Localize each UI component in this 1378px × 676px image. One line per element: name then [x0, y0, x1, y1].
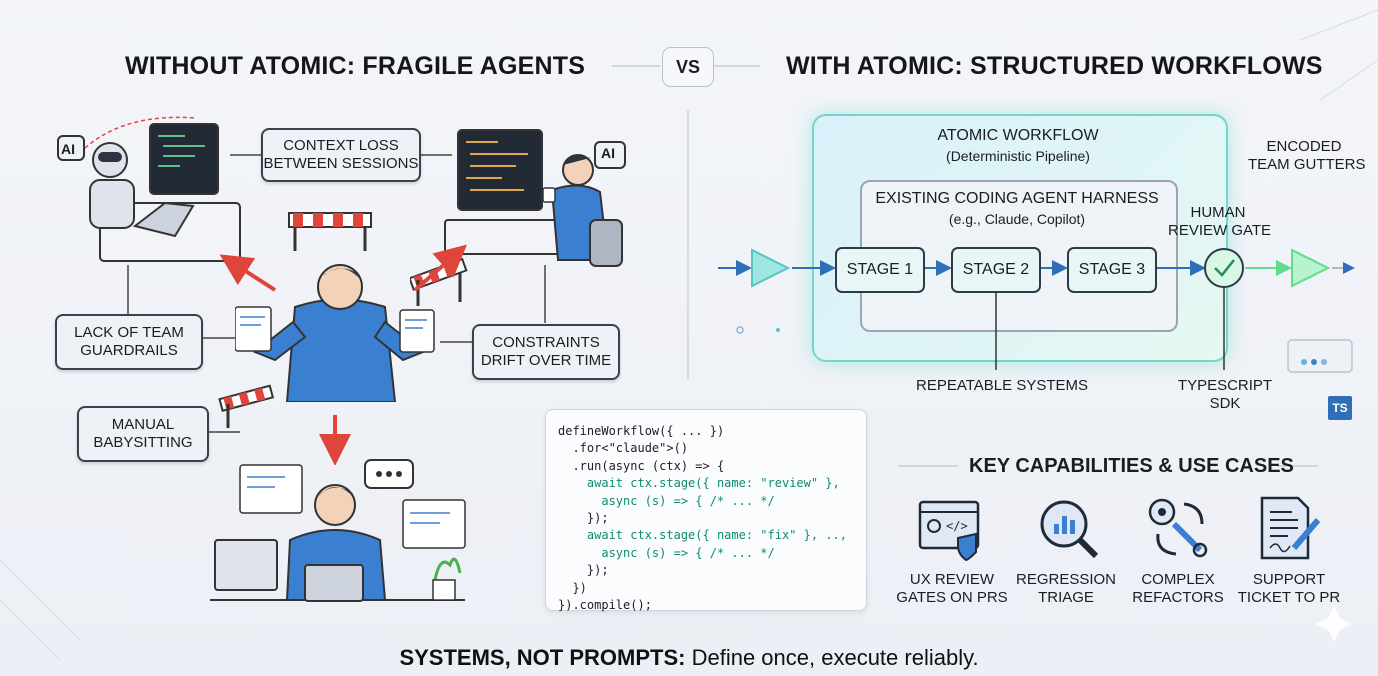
- code-review-icon: </>: [918, 500, 980, 562]
- gear-wrench-icon: [1148, 498, 1208, 558]
- code-line: }).compile();: [558, 598, 652, 613]
- typescript-logo-icon: TS: [1328, 396, 1352, 420]
- code-line: async (s) => { /* ... */: [558, 545, 775, 560]
- capabilities-divider: [898, 465, 1318, 467]
- code-line: await ctx.stage({ name: "review" },: [558, 476, 840, 491]
- code-line: .for<"claude">(): [558, 441, 689, 456]
- repeatable-systems-label: REPEATABLE SYSTEMS: [916, 377, 1088, 394]
- footer-tagline-bold: SYSTEMS, NOT PROMPTS:: [399, 645, 686, 670]
- agent-harness-title: EXISTING CODING AGENT HARNESS: [875, 190, 1159, 207]
- red-arrows: [219, 244, 468, 465]
- svg-text:</>: </>: [946, 519, 968, 533]
- document-pen-icon: [1260, 496, 1321, 560]
- code-line: .run(async (ctx) => {: [558, 458, 725, 473]
- vs-badge: VS: [662, 47, 714, 87]
- barrier-icon: [288, 212, 372, 251]
- footer-tagline: SYSTEMS, NOT PROMPTS: Define once, execu…: [0, 645, 1378, 671]
- stage-3: STAGE 3: [1067, 247, 1157, 293]
- robot-at-desk-illustration: [57, 116, 241, 262]
- overwhelmed-developer-illustration: [210, 459, 466, 602]
- agent-harness-subtitle: (e.g., Claude, Copilot): [948, 211, 1086, 227]
- left-heading: WITHOUT ATOMIC: FRAGILE AGENTS: [125, 52, 586, 80]
- workflow-code-snippet: defineWorkflow({ ... }) .for<"claude">()…: [545, 409, 867, 613]
- barrier-icon: [218, 384, 275, 428]
- code-line: });: [558, 563, 609, 578]
- capabilities-title: KEY CAPABILITIES & USE CASES: [969, 455, 1294, 477]
- atomic-workflow-subtitle: (Deterministic Pipeline): [946, 148, 1090, 164]
- atomic-workflow-title: ATOMIC WORKFLOW: [937, 127, 1099, 144]
- stage-1: STAGE 1: [835, 247, 925, 293]
- code-line: defineWorkflow({ ... }): [558, 424, 725, 438]
- footer-tagline-rest: Define once, execute reliably.: [685, 645, 979, 670]
- magnifier-chart-icon: [1040, 500, 1099, 559]
- ai-badge-right: AI: [601, 145, 615, 161]
- code-line: }): [558, 580, 587, 595]
- code-line: await ctx.stage({ name: "fix" }, ..,: [558, 528, 847, 543]
- stressed-developer-illustration: [235, 264, 435, 402]
- code-line: async (s) => { /* ... */: [558, 493, 775, 508]
- developer-at-desk-illustration: [444, 129, 626, 267]
- pipeline-flow: [718, 248, 1355, 373]
- ai-badge-left: AI: [61, 141, 75, 157]
- code-line: });: [558, 511, 609, 526]
- stage-2: STAGE 2: [951, 247, 1041, 293]
- right-heading: WITH ATOMIC: STRUCTURED WORKFLOWS: [786, 52, 1323, 80]
